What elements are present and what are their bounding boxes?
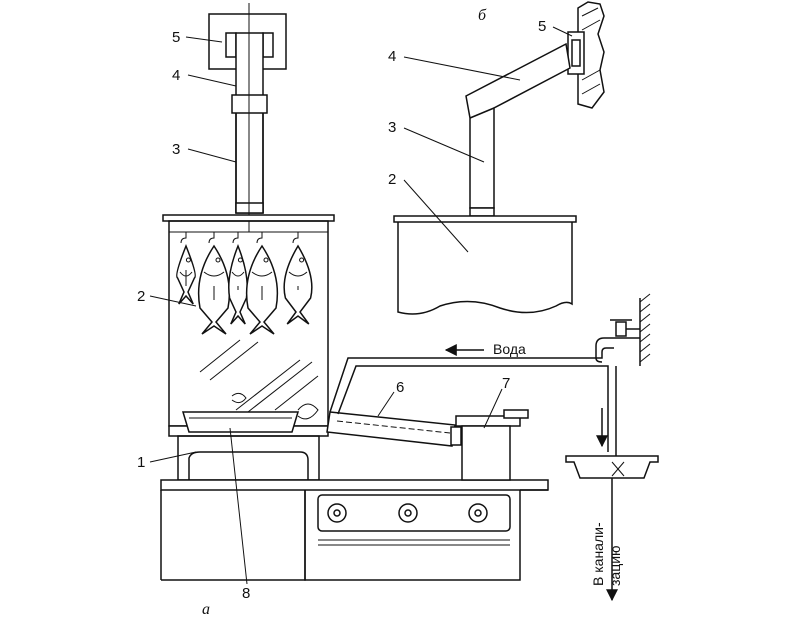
callout-2-b: 2 xyxy=(388,171,396,188)
leader-lines-b xyxy=(403,26,573,253)
drain-label-line1: В канали- xyxy=(590,522,606,586)
drain-label: В канали- зацию xyxy=(590,522,623,586)
drain-label-line2: зацию xyxy=(607,545,623,586)
hanging-fish xyxy=(176,232,313,335)
burner-unit-a xyxy=(455,409,529,481)
fish-1 xyxy=(176,232,196,305)
stand-a xyxy=(177,435,320,481)
burner-middle xyxy=(398,503,418,523)
figure-b: б 5 4 3 xyxy=(388,1,605,315)
callout-5-a: 5 xyxy=(172,29,180,46)
subfigure-label-b: б xyxy=(478,7,487,24)
callout-1-a: 1 xyxy=(137,454,145,471)
chamber-b xyxy=(393,215,577,315)
fish-3 xyxy=(228,232,248,325)
callout-3-b: 3 xyxy=(388,119,396,136)
burner-left xyxy=(327,503,347,523)
fish-2 xyxy=(197,232,231,335)
callout-3-a: 3 xyxy=(172,141,180,158)
smoking-chamber-a xyxy=(162,214,335,437)
wall-b xyxy=(567,1,605,109)
smoke-generator-a xyxy=(326,411,462,447)
callout-7-a: 7 xyxy=(502,375,510,392)
chimney-pipe-a xyxy=(231,3,268,232)
leader-lines-a xyxy=(149,36,503,585)
callout-4-a: 4 xyxy=(172,67,180,84)
burner-right xyxy=(468,503,488,523)
bent-pipe-b xyxy=(465,42,571,217)
callout-4-b: 4 xyxy=(388,48,396,65)
tray-a xyxy=(181,392,319,433)
gas-stove xyxy=(160,479,549,581)
wall-hatch xyxy=(639,293,651,363)
callout-8-a: 8 xyxy=(242,585,250,602)
fish-5 xyxy=(283,232,313,325)
drain-sink xyxy=(565,455,659,602)
water-label: Вода xyxy=(493,341,526,357)
fish-4 xyxy=(245,232,279,335)
callout-5-b: 5 xyxy=(538,18,546,35)
callout-2-a: 2 xyxy=(137,288,145,305)
callout-6-a: 6 xyxy=(396,379,404,396)
water-pipe xyxy=(329,293,651,456)
figure-a: 5 4 3 2 1 8 6 7 Вода В канали- зацию а xyxy=(137,3,659,618)
subfigure-label-a: а xyxy=(202,601,210,618)
